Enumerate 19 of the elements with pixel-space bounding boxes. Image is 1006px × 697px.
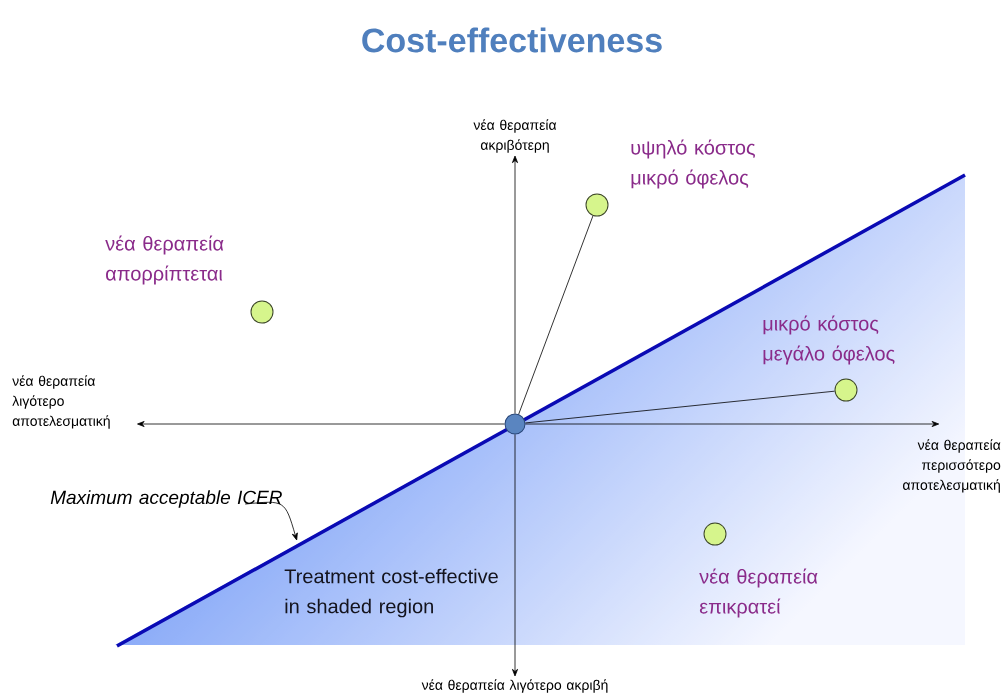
axis-arrow xyxy=(512,155,518,414)
axis-label: νέα θεραπεία ακριβότερη xyxy=(473,119,557,153)
axis-label: νέα θεραπεία περισσότερο αποτελεσματική xyxy=(903,439,1001,493)
axis-label: νέα θεραπεία λιγότερο ακριβή xyxy=(421,679,608,693)
region-note: Treatment cost-effective in shaded region xyxy=(284,568,498,618)
axis-arrow xyxy=(137,421,505,427)
data-point xyxy=(585,193,609,217)
data-point xyxy=(834,378,858,402)
axis-arrow xyxy=(525,421,940,427)
title: Cost-effectiveness xyxy=(362,27,662,53)
connector-line xyxy=(518,215,594,415)
annotation-text: Maximum acceptable ICER xyxy=(50,490,282,508)
axis-arrow xyxy=(512,434,518,677)
leader-line xyxy=(244,501,298,541)
data-point xyxy=(250,300,274,324)
connector-line xyxy=(525,390,835,424)
axis-label: νέα θεραπεία λιγότερο αποτελεσματική xyxy=(12,375,110,429)
origin-point xyxy=(504,413,526,435)
data-point xyxy=(703,522,727,546)
